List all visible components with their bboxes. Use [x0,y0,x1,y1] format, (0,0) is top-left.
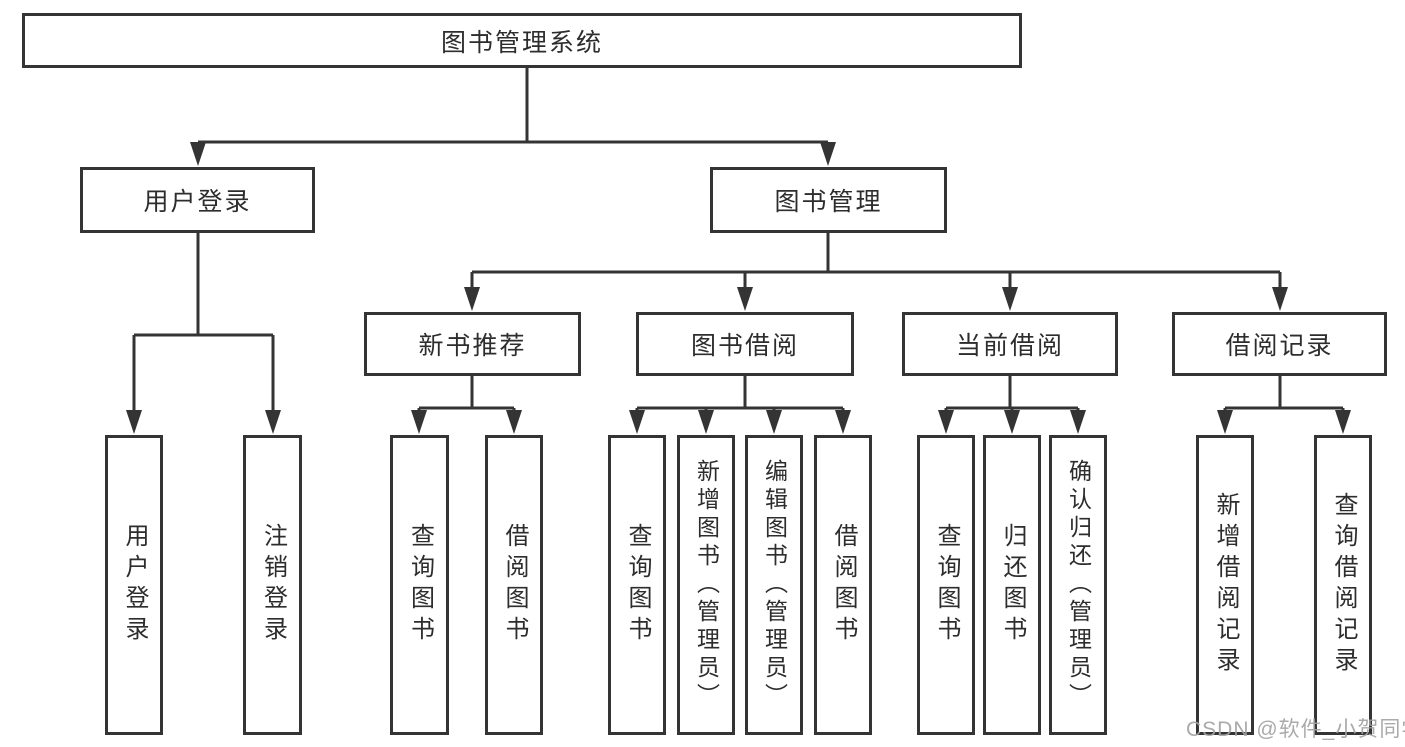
node-label: 注销登录 [259,523,287,647]
node-label: 查询图书 [406,523,434,647]
node-query-borrow-record: 查询借阅记录 [1314,435,1372,735]
node-label: 新书推荐 [418,332,527,360]
node-query-books-recommend: 查询图书 [390,435,449,735]
node-add-borrow-record: 新增借阅记录 [1196,435,1254,735]
node-label: 用户登录 [121,523,148,647]
node-query-books-borrow: 查询图书 [608,435,666,735]
node-borrowing-records: 借阅记录 [1172,312,1387,376]
node-label: 查询借阅记录 [1330,492,1357,678]
node-borrow-books-leaf: 借阅图书 [814,435,872,735]
node-label: 归还图书 [999,523,1026,647]
node-label: 编辑图书（管理员） [761,459,788,711]
node-return-books: 归还图书 [983,435,1041,735]
node-edit-books-admin: 编辑图书（管理员） [745,435,803,735]
node-label: 查询图书 [624,523,651,647]
node-library-system: 图书管理系统 [22,13,1022,68]
node-label: 新增借阅记录 [1212,492,1239,678]
node-user-login-leaf: 用户登录 [105,435,163,735]
node-label: 查询图书 [933,523,960,647]
node-label: 借阅图书 [830,523,857,647]
csdn-watermark: CSDN @软件_小贺同学 [1186,718,1405,741]
node-label: 图书管理 [774,188,883,216]
node-label: 确认归还（管理员） [1065,459,1092,711]
node-logout-leaf: 注销登录 [243,435,302,735]
node-book-borrowing: 图书借阅 [636,312,854,376]
node-confirm-return-admin: 确认归还（管理员） [1049,435,1107,735]
node-borrow-books-recommend: 借阅图书 [485,435,543,735]
node-query-books-current: 查询图书 [917,435,975,735]
node-label: 当前借阅 [955,332,1064,360]
node-label: 用户登录 [143,188,252,216]
node-new-book-recommend: 新书推荐 [364,312,581,376]
node-label: 借阅图书 [501,523,528,647]
node-add-books-admin: 新增图书（管理员） [677,435,735,735]
node-user-login: 用户登录 [80,167,315,233]
node-book-management: 图书管理 [710,167,947,233]
node-label: 新增图书（管理员） [693,459,720,711]
node-current-borrowing: 当前借阅 [902,312,1118,376]
node-label: 借阅记录 [1225,332,1334,360]
node-label: 图书管理系统 [440,28,603,57]
node-label: 图书借阅 [690,332,799,360]
